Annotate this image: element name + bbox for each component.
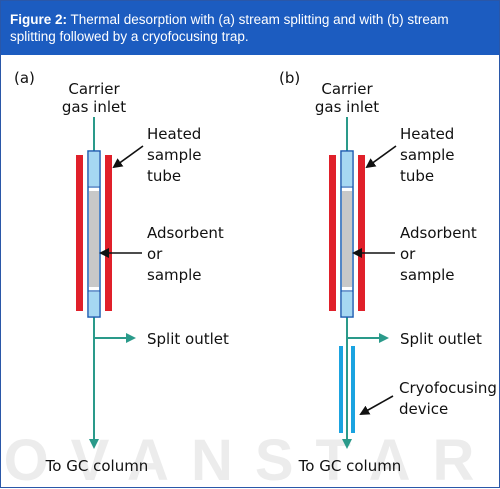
panel-a-carrier-label-2: gas inlet — [62, 98, 126, 116]
panel-a-adsorbent-bed — [89, 191, 99, 287]
panel-b-adsorbent-label: Adsorbent — [400, 224, 477, 242]
panel-b-adsorbent-bed — [342, 191, 352, 287]
panel-a-heated-label-3: tube — [147, 167, 181, 185]
panel-b-cryo-bar-left — [339, 346, 343, 433]
panel-b-heated-arrow — [365, 145, 397, 169]
figure-label: Figure 2: — [10, 12, 68, 27]
panel-b-label: (b) — [279, 69, 300, 87]
panel-b-carrier-label: Carrier — [321, 80, 373, 98]
panel-b-heated-label-2: sample — [400, 146, 455, 164]
panel-a-heated-arrow — [112, 145, 144, 169]
watermark: OVANSTAR — [3, 433, 497, 489]
panel-a-heated-label-2: sample — [147, 146, 202, 164]
panel-b-adsorbent-label-3: sample — [400, 266, 455, 284]
panel-b-heater-left — [329, 155, 336, 311]
panel-a-tube-bottom-end — [89, 292, 99, 316]
panel-a-adsorbent-label-3: sample — [147, 266, 202, 284]
panel-b-tube-top-end — [342, 152, 352, 186]
panel-a-tube-top-end — [89, 152, 99, 186]
panel-b-heated-label: Heated — [400, 125, 454, 143]
panel-b-cryo-label-2: device — [399, 400, 448, 418]
panel-b-gc-column-label: To GC column — [298, 457, 402, 475]
panel-a-heater-right — [105, 155, 112, 311]
panel-a-adsorbent-label-2: or — [147, 245, 163, 263]
panel-a-gc-column-label: To GC column — [45, 457, 149, 475]
panel-b-split-outlet-label: Split outlet — [400, 330, 482, 348]
panel-a-label: (a) — [14, 69, 35, 87]
panel-b-heated-label-3: tube — [400, 167, 434, 185]
panel-b-cryo-label: Cryofocusing — [399, 379, 497, 397]
panel-b-heater-right — [358, 155, 365, 311]
panel-b-tube-bottom-end — [342, 292, 352, 316]
panel-b-cryo-bar-right — [351, 346, 355, 433]
figure-caption: Figure 2: Thermal desorption with (a) st… — [10, 11, 490, 45]
panel-b-carrier-label-2: gas inlet — [315, 98, 379, 116]
panel-a-carrier-label: Carrier — [68, 80, 120, 98]
panel-a-adsorbent-label: Adsorbent — [147, 224, 224, 242]
panel-b-cryo-arrow — [359, 395, 394, 415]
panel-a-heater-left — [76, 155, 83, 311]
caption-text: Thermal desorption with (a) stream split… — [10, 12, 449, 44]
panel-a-split-outlet-label: Split outlet — [147, 330, 229, 348]
figure-header: Figure 2: Thermal desorption with (a) st… — [1, 1, 499, 55]
panel-a: (a) Carrier gas inlet Heated sample tube… — [14, 69, 229, 475]
panel-b: (b) Carrier gas inlet Heated sample tube… — [279, 69, 497, 475]
panel-a-heated-label: Heated — [147, 125, 201, 143]
panel-b-adsorbent-label-2: or — [400, 245, 416, 263]
